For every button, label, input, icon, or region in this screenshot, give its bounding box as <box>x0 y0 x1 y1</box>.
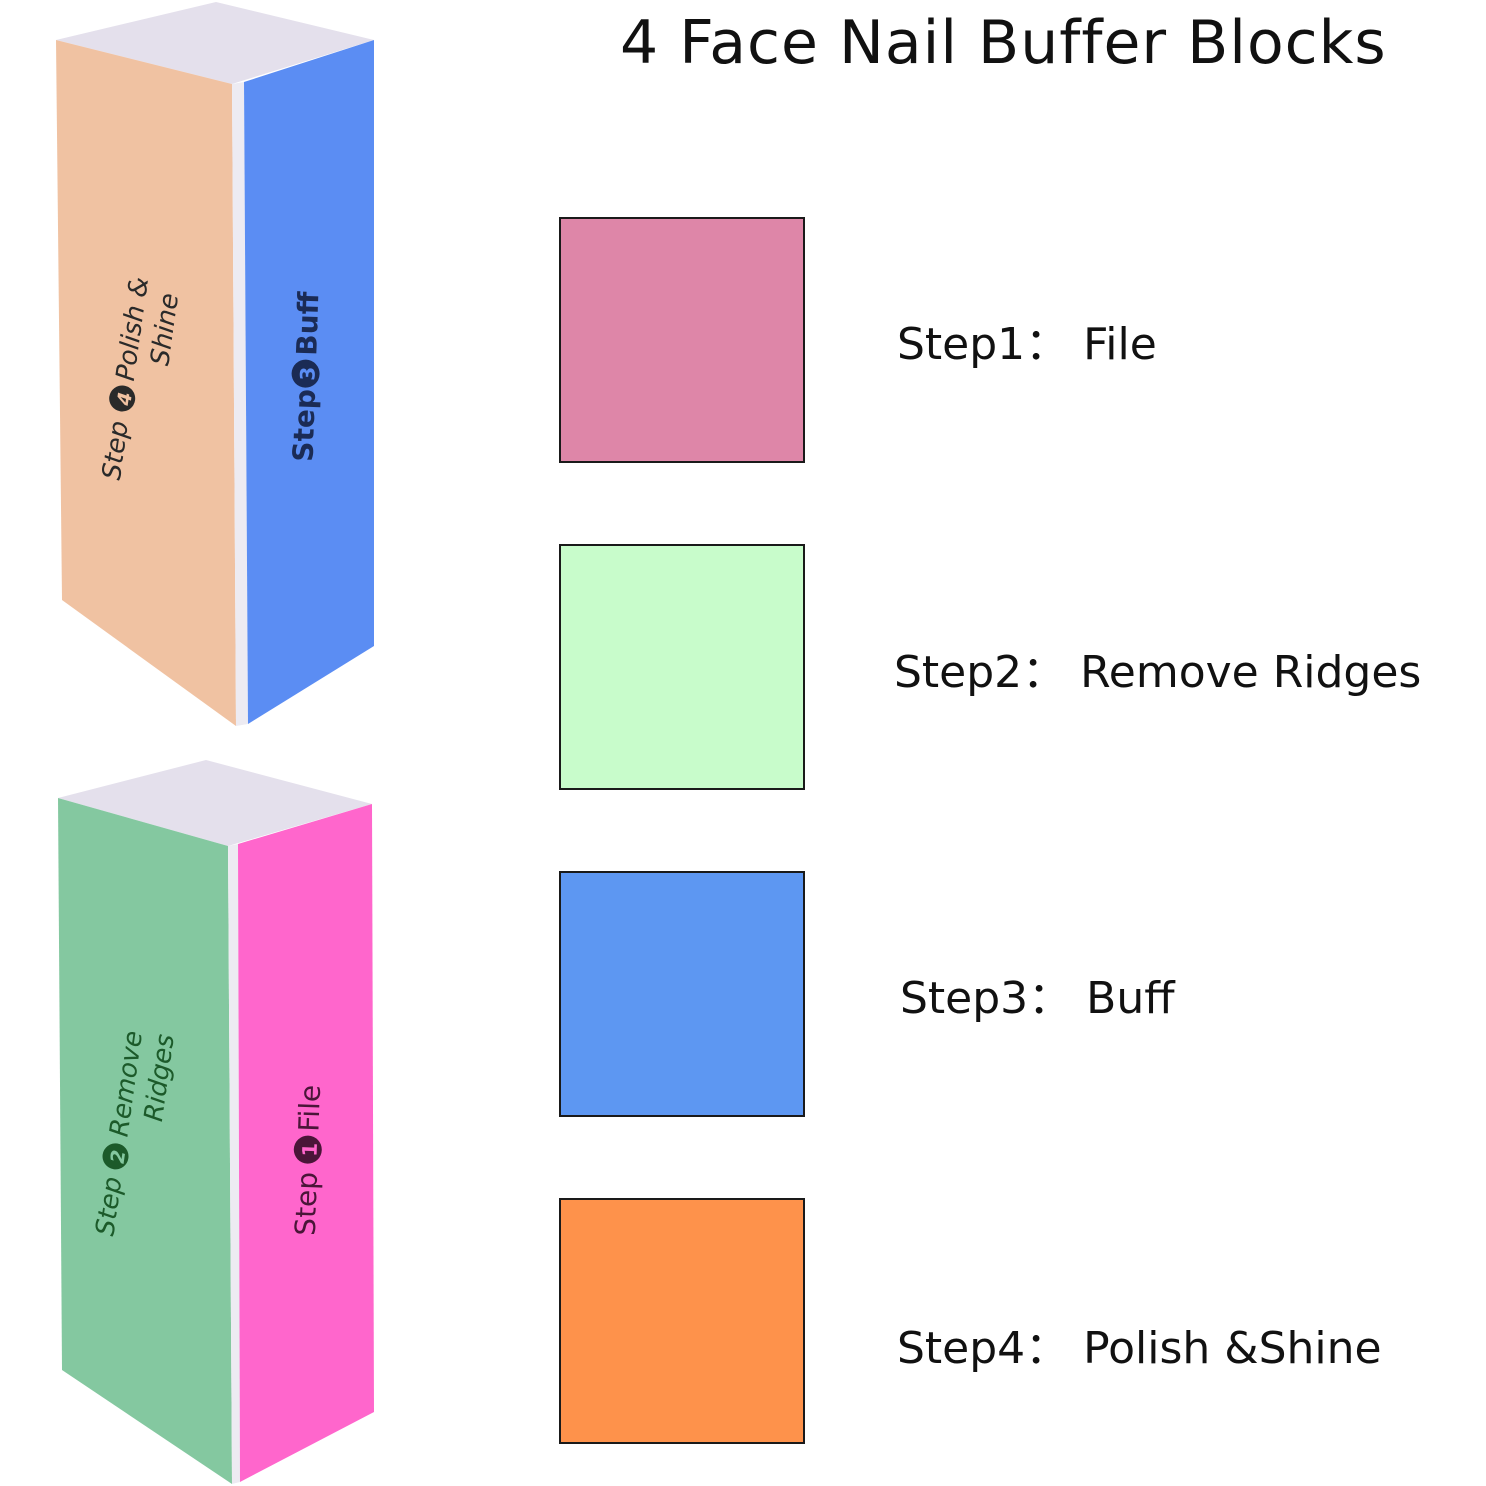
step-2-number-badge <box>102 1143 129 1170</box>
bottom-right-text: File <box>292 1084 327 1132</box>
step-3-number-badge <box>291 359 320 388</box>
step-3-number: 3 <box>295 366 319 381</box>
top-block-edge-strip <box>232 82 248 726</box>
step-4-number: 4 <box>113 391 137 408</box>
step2-remove-ridges-color-swatch <box>559 544 805 790</box>
step4-label: Step4： Polish &Shine <box>897 1323 1382 1374</box>
bottom-block-edge-strip <box>228 844 240 1484</box>
step1-file-color-swatch <box>559 217 805 463</box>
step3-buff-color-swatch <box>559 871 805 1117</box>
step1-label: Step1： File <box>897 319 1157 370</box>
bottom-block-left-face <box>58 798 232 1484</box>
step3-label: Step3： Buff <box>900 973 1175 1024</box>
step-1-number: 1 <box>298 1142 322 1157</box>
step2-label: Step2： Remove Ridges <box>894 647 1422 698</box>
bottom-block-top-face <box>58 760 372 846</box>
top-right-face-text: Step 3 Buff <box>287 291 326 462</box>
top-buffer-block: Step 4 Polish & Shine Step 3 Buff <box>56 2 374 726</box>
page-title: 4 Face Nail Buffer Blocks <box>620 8 1387 78</box>
bottom-buffer-block: Step 2 Remove Ridges Step 1 File <box>58 760 374 1484</box>
step-2-number: 2 <box>107 1149 131 1165</box>
step-1-number-badge <box>293 1135 322 1164</box>
top-right-step-word: Step <box>287 388 323 462</box>
buffer-blocks-illustration: Step 4 Polish & Shine Step 3 Buff Step 2… <box>56 2 374 1484</box>
top-block-top-face <box>56 2 374 84</box>
top-right-text: Buff <box>290 291 325 356</box>
bottom-right-face-text: Step 1 File <box>289 1084 327 1236</box>
top-block-left-face <box>56 40 236 726</box>
bottom-right-step-word: Step <box>289 1171 324 1236</box>
step-4-number-badge <box>109 385 136 412</box>
step4-polish-shine-color-swatch <box>559 1198 805 1444</box>
